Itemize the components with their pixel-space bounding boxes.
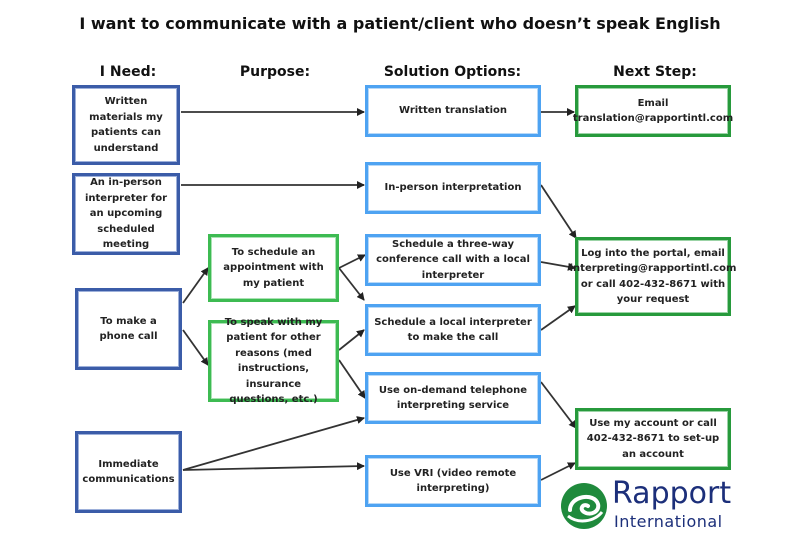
solution-on-demand-telephone: Use on-demand telephone interpreting ser… — [365, 372, 541, 424]
need-written-materials: Written materials my patients can unders… — [72, 85, 180, 165]
solution-written-translation: Written translation — [365, 85, 541, 137]
header-need: I Need: — [99, 64, 157, 80]
arrow — [540, 261, 576, 271]
next-step-email-translation: Email translation@rapportintl.com — [573, 85, 733, 137]
arrow — [338, 254, 366, 269]
header-purpose: Purpose: — [239, 64, 311, 80]
rapport-logo-icon — [561, 483, 607, 529]
arrow — [182, 416, 365, 471]
arrow — [338, 267, 365, 301]
need-immediate-communications: Immediate communications — [75, 431, 182, 513]
need-phone-call: To make a phone call — [75, 288, 182, 370]
logo-text-international: International — [614, 512, 723, 531]
next-step-account: Use my account or call 402-432-8671 to s… — [575, 408, 731, 470]
solution-three-way-call: Schedule a three-way conference call wit… — [365, 234, 541, 286]
solution-in-person-interpretation: In-person interpretation — [365, 162, 541, 214]
rapport-logo: Rapport International — [560, 476, 740, 534]
arrow — [338, 359, 366, 399]
diagram-title: I want to communicate with a patient/cli… — [79, 14, 721, 33]
arrow — [540, 184, 577, 239]
solution-local-interpreter-call: Schedule a local interpreter to make the… — [365, 304, 541, 356]
header-solution: Solution Options: — [383, 64, 522, 80]
purpose-schedule-appointment: To schedule an appointment with my patie… — [208, 234, 339, 302]
arrow — [182, 329, 209, 366]
arrow — [182, 267, 209, 304]
solution-vri: Use VRI (video remote interpreting) — [365, 455, 541, 507]
arrow — [540, 381, 577, 429]
logo-text-rapport: Rapport — [612, 476, 732, 511]
arrow — [540, 462, 576, 481]
header-next-step: Next Step: — [613, 64, 697, 80]
need-in-person-interpreter: An in-person interpreter for an upcoming… — [72, 173, 180, 255]
arrow — [182, 462, 365, 471]
arrow — [338, 329, 365, 351]
purpose-other-reasons: To speak with my patient for other reaso… — [208, 317, 339, 405]
arrow — [540, 305, 576, 331]
next-step-portal: Log into the portal, email interpreting@… — [570, 237, 736, 316]
